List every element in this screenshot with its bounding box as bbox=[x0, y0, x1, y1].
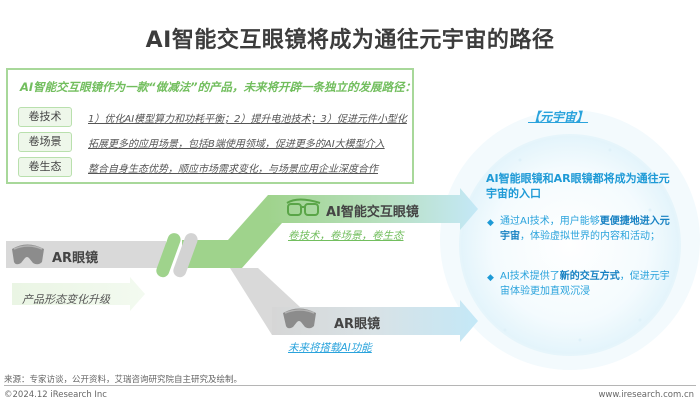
source-note: 来源：专家访谈，公开资料，艾瑞咨询研究院自主研究及绘制。 bbox=[4, 375, 243, 385]
desc-ecosystem: 整合自身生态优势，顺应市场需求变化，与场景应用企业深度合作 bbox=[88, 164, 378, 175]
path-row-tech: 卷技术 1）优化AI模型算力和功耗平衡；2）提升电池技术；3）促进元件小型化 bbox=[18, 107, 408, 129]
break-mark-green bbox=[156, 233, 181, 278]
metaverse-bullet-2: ◆ AI技术提供了新的交互方式，促进元宇宙体验更加直观沉浸 bbox=[486, 269, 676, 299]
lower-branch-arrow bbox=[272, 300, 478, 342]
lower-branch-label: AR眼镜 bbox=[334, 317, 381, 332]
bullet-2-pre: AI技术提供了 bbox=[500, 271, 560, 282]
ar-goggles-icon-lower bbox=[283, 308, 316, 329]
metaverse-title: 【元宇宙】 bbox=[528, 110, 589, 124]
upper-branch-sub: 卷技术，卷场景，卷生态 bbox=[288, 230, 404, 242]
copyright: ©2024.12 iResearch Inc bbox=[4, 390, 107, 400]
origin-ar-label: AR眼镜 bbox=[52, 251, 99, 266]
page-title: AI智能交互眼镜将成为通往元宇宙的路径 bbox=[145, 28, 555, 53]
tag-ecosystem: 卷生态 bbox=[18, 157, 72, 177]
evolve-arrow bbox=[12, 277, 145, 311]
ar-goggles-icon-origin bbox=[12, 244, 44, 265]
path-headline: AI智能交互眼镜作为一款“做减法”的产品，未来将开辟一条独立的发展路径： bbox=[20, 80, 416, 94]
metaverse-inner-circle bbox=[459, 134, 681, 356]
lower-branch-sub: 未来将搭载AI功能 bbox=[288, 342, 372, 354]
bullet-2-post: ，促进元宇宙体验更加直观沉浸 bbox=[500, 271, 670, 297]
evolve-label: 产品形态变化升级 bbox=[22, 293, 110, 306]
development-path-box: AI智能交互眼镜作为一款“做减法”的产品，未来将开辟一条独立的发展路径： 卷技术… bbox=[6, 68, 416, 184]
footer-divider bbox=[4, 385, 696, 386]
diamond-bullet-icon: ◆ bbox=[487, 218, 494, 228]
tag-tech: 卷技术 bbox=[18, 107, 72, 127]
metaverse-bullet-1: ◆ 通过AI技术，用户能够更便捷地进入元宇宙，体验虚拟世界的内容和活动； bbox=[486, 214, 676, 244]
path-row-scene: 卷场景 拓展更多的应用场景，包括B端使用领域，促进更多的AI大模型介入 bbox=[18, 132, 408, 154]
website-link[interactable]: www.iresearch.com.cn bbox=[598, 390, 694, 400]
network-pattern bbox=[503, 148, 652, 342]
break-mark-gray bbox=[173, 233, 198, 278]
diamond-bullet-icon: ◆ bbox=[487, 273, 494, 283]
desc-scene: 拓展更多的应用场景，包括B端使用领域，促进更多的AI大模型介入 bbox=[88, 139, 385, 150]
bullet-1-post: ，体验虚拟世界的内容和活动； bbox=[520, 231, 660, 242]
desc-tech: 1）优化AI模型算力和功耗平衡；2）提升电池技术；3）促进元件小型化 bbox=[88, 114, 407, 125]
path-row-ecosystem: 卷生态 整合自身生态优势，顺应市场需求变化，与场景应用企业深度合作 bbox=[18, 157, 408, 179]
tag-scene: 卷场景 bbox=[18, 132, 72, 152]
bullet-1-pre: 通过AI技术，用户能够 bbox=[500, 216, 600, 227]
bullet-1-bold: 更便捷地进入元宇宙 bbox=[500, 216, 670, 242]
glasses-outline-icon bbox=[286, 198, 321, 216]
upper-branch-arrow bbox=[268, 188, 478, 230]
metaverse-headline: AI智能眼镜和AR眼镜都将成为通往元宇宙的入口 bbox=[486, 172, 670, 200]
bullet-2-bold: 新的交互方式 bbox=[559, 271, 620, 282]
upper-branch-label: AI智能交互眼镜 bbox=[326, 205, 419, 220]
